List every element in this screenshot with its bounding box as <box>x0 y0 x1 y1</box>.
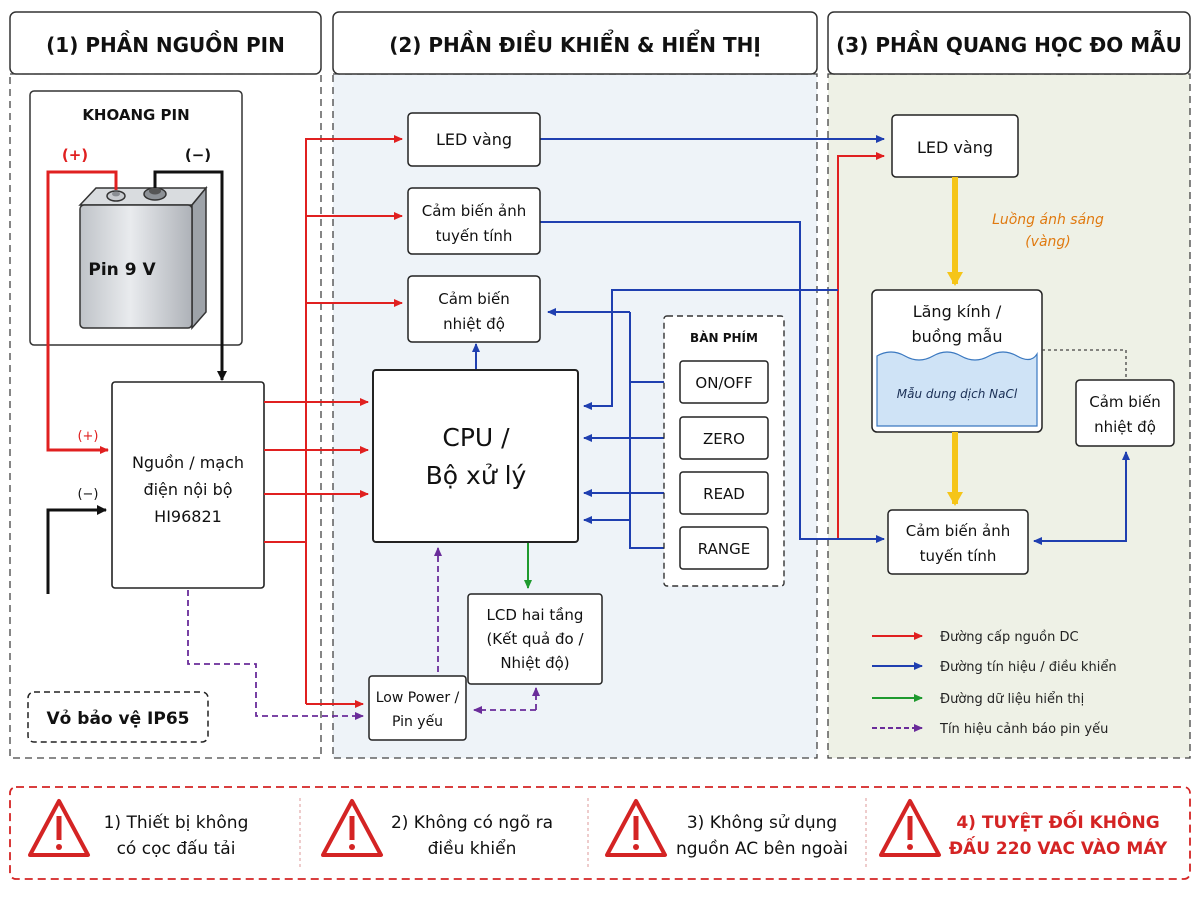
image-sensor-block: Cảm biến ảnh tuyến tính <box>407 187 541 255</box>
battery-label: Pin 9 V <box>88 260 156 280</box>
legend-label-signal: Đường tín hiệu / điều khiển <box>940 660 1117 675</box>
light-label-line-1: Luồng ánh sáng <box>992 211 1104 228</box>
legend-label-display: Đường dữ liệu hiển thị <box>940 692 1084 707</box>
low-power-block: Low Power / Pin yếu <box>368 675 467 741</box>
legend-label-warning: Tín hiệu cảnh báo pin yếu <box>939 722 1108 737</box>
warning-1-line-2: có cọc đấu tải <box>117 838 236 859</box>
enclosure-label: Vỏ bảo vệ IP65 <box>47 709 190 729</box>
led-label: LED vàng <box>436 130 512 149</box>
prism-chamber: Lăng kính / buồng mẫu Mẫu dung dịch NaCl <box>871 289 1043 433</box>
dc-power-lines <box>264 135 885 708</box>
plus-wire <box>46 170 118 454</box>
low-power-line-1: Low Power / <box>376 690 460 706</box>
optics-temp-sensor-block: Cảm biến nhiệt độ <box>1075 379 1175 447</box>
warning-4: 4) TUYỆT ĐỐI KHÔNG ĐẤU 220 VAC VÀO MÁY <box>879 799 1168 859</box>
warning-4-line-2: ĐẤU 220 VAC VÀO MÁY <box>949 835 1168 859</box>
key-read[interactable]: READ <box>679 471 769 515</box>
keypad: BÀN PHÍM ON/OFF ZERO READ RANGE <box>663 315 785 587</box>
key-range[interactable]: RANGE <box>679 526 769 570</box>
warning-1: 1) Thiết bị không có cọc đấu tải <box>28 799 249 859</box>
image-sensor-line-1: Cảm biến ảnh <box>422 202 526 220</box>
power-in-minus-label: (−) <box>77 487 98 502</box>
compartment-label: KHOANG PIN <box>82 106 189 124</box>
sample-temp-link <box>1042 349 1127 378</box>
optics-image-sensor-block: Cảm biến ảnh tuyến tính <box>887 509 1029 575</box>
warnings-panel: 1) Thiết bị không có cọc đấu tải 2) Khôn… <box>9 786 1191 880</box>
power-in-plus-label: (+) <box>77 429 98 444</box>
optics-temp-line-2: nhiệt độ <box>1094 418 1156 436</box>
minus-wire <box>153 170 227 381</box>
key-on-off[interactable]: ON/OFF <box>679 360 769 404</box>
sample-label: Mẫu dung dịch NaCl <box>897 387 1018 401</box>
signal-lines <box>472 135 1130 549</box>
cpu-block: CPU / Bộ xử lý <box>372 369 579 543</box>
lcd-line-2: (Kết quả đo / <box>486 630 584 648</box>
lcd-line-1: LCD hai tầng <box>487 606 584 624</box>
light-label-line-2: (vàng) <box>1025 234 1071 250</box>
warning-triangle-icon <box>321 799 383 857</box>
image-sensor-line-2: tuyến tính <box>436 227 513 245</box>
legend-item-warning: Tín hiệu cảnh báo pin yếu <box>872 722 1108 737</box>
lcd-block: LCD hai tầng (Kết quả đo / Nhiệt độ) <box>467 593 603 685</box>
power-supply-block: Nguồn / mạch điện nội bộ HI96821 <box>111 381 265 589</box>
legend-item-display: Đường dữ liệu hiển thị <box>872 692 1084 707</box>
warning-2: 2) Không có ngõ ra điều khiển <box>321 799 553 859</box>
temp-sensor-line-2: nhiệt độ <box>443 315 505 333</box>
section-optics-title: (3) PHẦN QUANG HỌC ĐO MẪU <box>836 30 1182 57</box>
cpu-line-1: CPU / <box>442 423 510 452</box>
enclosure-badge: Vỏ bảo vệ IP65 <box>27 691 209 743</box>
section-power-title: (1) PHẦN NGUỒN PIN <box>46 31 285 57</box>
optics-image-line-1: Cảm biến ảnh <box>906 522 1010 540</box>
battery-plus-label: (+) <box>62 146 88 164</box>
low-battery-lines <box>187 547 540 720</box>
ground-wire <box>46 505 107 594</box>
led-block: LED vàng <box>407 112 541 167</box>
power-block-line-2: điện nội bộ <box>143 480 232 499</box>
legend: Đường cấp nguồn DC Đường tín hiệu / điều… <box>872 630 1117 737</box>
lcd-line-3: Nhiệt độ) <box>500 654 569 672</box>
warning-3-line-1: 3) Không sử dụng <box>687 813 837 833</box>
key-read-label: READ <box>703 485 745 503</box>
keypad-title: BÀN PHÍM <box>690 330 758 345</box>
warning-2-line-1: 2) Không có ngõ ra <box>391 813 553 833</box>
warning-triangle-icon <box>879 799 941 857</box>
key-on-off-label: ON/OFF <box>695 374 752 392</box>
legend-item-signal: Đường tín hiệu / điều khiển <box>872 660 1117 675</box>
warning-1-line-1: 1) Thiết bị không <box>104 812 249 833</box>
warning-2-line-2: điều khiển <box>428 838 517 859</box>
key-range-label: RANGE <box>698 540 750 558</box>
warning-3-line-2: nguồn AC bên ngoài <box>676 838 848 859</box>
power-block-line-3: HI96821 <box>154 507 222 526</box>
battery-minus-label: (−) <box>185 146 211 164</box>
prism-line-2: buồng mẫu <box>912 327 1003 346</box>
warning-triangle-icon <box>28 799 90 857</box>
optics-image-line-2: tuyến tính <box>920 547 997 565</box>
key-zero[interactable]: ZERO <box>679 416 769 460</box>
warning-4-line-1: 4) TUYỆT ĐỐI KHÔNG <box>956 809 1159 833</box>
optics-led-block: LED vàng <box>891 114 1019 178</box>
optics-led-label: LED vàng <box>917 138 993 157</box>
cpu-line-2: Bộ xử lý <box>426 461 527 490</box>
warning-triangle-icon <box>605 799 667 857</box>
low-power-line-2: Pin yếu <box>392 713 443 730</box>
legend-item-power: Đường cấp nguồn DC <box>872 630 1079 645</box>
prism-line-1: Lăng kính / <box>913 302 1002 321</box>
sample-liquid <box>876 351 1038 427</box>
temp-sensor-line-1: Cảm biến <box>438 290 509 308</box>
power-block-line-1: Nguồn / mạch <box>132 453 244 472</box>
temp-sensor-block: Cảm biến nhiệt độ <box>407 275 541 343</box>
warning-3: 3) Không sử dụng nguồn AC bên ngoài <box>605 799 848 859</box>
optics-temp-line-1: Cảm biến <box>1089 393 1160 411</box>
section-control-title: (2) PHẦN ĐIỀU KHIỂN & HIỂN THỊ <box>389 31 761 57</box>
battery-compartment: KHOANG PIN (+) (−) Pin 9 V <box>29 90 243 346</box>
section-power: (1) PHẦN NGUỒN PIN <box>9 11 322 759</box>
legend-label-power: Đường cấp nguồn DC <box>940 630 1079 645</box>
battery-9v-icon <box>78 185 208 330</box>
key-zero-label: ZERO <box>703 430 745 448</box>
battery-wires: (+) (−) <box>46 170 227 594</box>
